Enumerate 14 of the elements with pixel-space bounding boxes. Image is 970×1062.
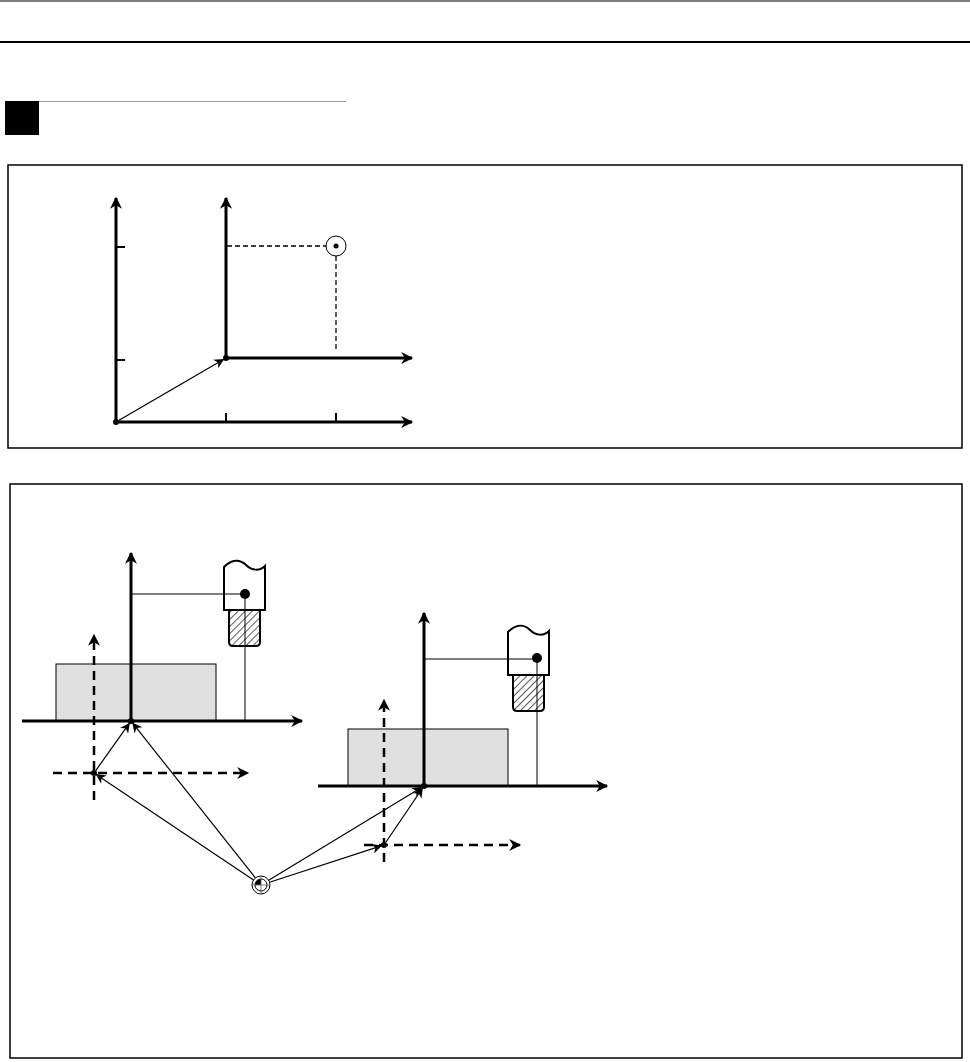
origin-point — [381, 842, 387, 848]
origin-point — [128, 718, 134, 724]
origin-point — [223, 355, 229, 361]
arrow — [268, 843, 383, 883]
arrow — [268, 786, 423, 881]
origin-point — [113, 419, 119, 425]
arrow — [118, 358, 225, 422]
arrow — [132, 722, 256, 879]
arrow — [95, 722, 130, 772]
arrow — [385, 787, 423, 844]
origin-point — [91, 770, 97, 776]
machine-zero-symbol — [251, 875, 271, 895]
origin-point — [421, 783, 427, 789]
arrow — [95, 774, 255, 881]
